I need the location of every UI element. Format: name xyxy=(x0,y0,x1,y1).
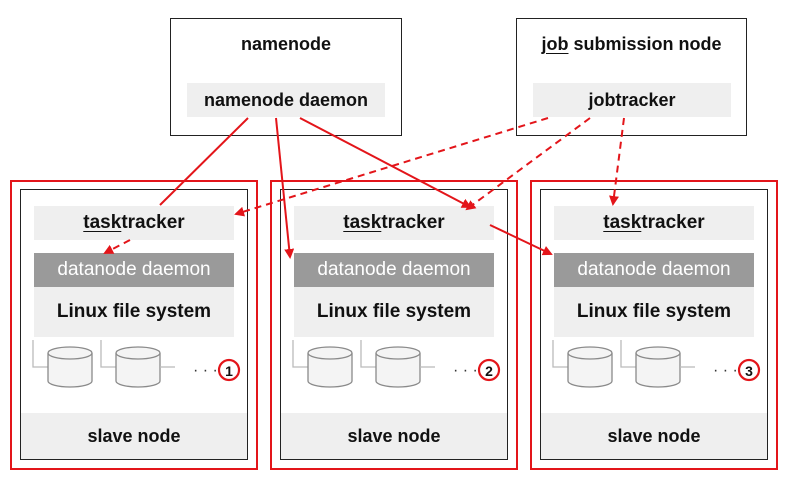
arrow-tasktracker1-to-datanode1 xyxy=(103,239,131,254)
job-title-rest: submission node xyxy=(568,34,722,54)
arrow-jobtracker-to-tasktracker2 xyxy=(465,117,591,211)
jobtracker: jobtracker xyxy=(533,83,731,117)
badge-2-label: 2 xyxy=(485,363,493,379)
job-word: job xyxy=(541,34,569,54)
slave-node-footer-2: slave node xyxy=(281,413,507,459)
job-submission-node-title: job submission node xyxy=(517,34,746,55)
job-submission-node-box: job submission node jobtracker xyxy=(516,18,747,136)
ellipsis-dots-3: · · · xyxy=(713,362,738,379)
arrow-namenode-to-slave2-tasktracker xyxy=(299,117,472,208)
badge-3-label: 3 xyxy=(745,363,753,379)
linux-file-system-1: Linux file system xyxy=(34,287,234,337)
slave-node-footer-3: slave node xyxy=(541,413,767,459)
ellipsis-dots-2: · · · xyxy=(453,362,478,379)
linux-file-system-3: Linux file system xyxy=(554,287,754,337)
slave-node-1-frame xyxy=(10,180,258,470)
linux-file-system-2: Linux file system xyxy=(294,287,494,337)
badge-1: 1 xyxy=(217,358,241,382)
datanode-daemon-3: datanode daemon xyxy=(554,253,754,287)
arrow-namenode-to-slave2-datanode xyxy=(275,117,295,259)
namenode-box: namenode namenode daemon xyxy=(170,18,402,136)
slave-node-footer-1: slave node xyxy=(21,413,247,459)
arrow-namenode-to-slave1 xyxy=(159,117,249,206)
disks-slave-3 xyxy=(552,339,696,388)
disks-slave-1 xyxy=(32,339,176,388)
slave-node-3-frame xyxy=(530,180,778,470)
disks-slave-2 xyxy=(292,339,436,388)
arrow-slave2-to-slave3-datanode xyxy=(489,224,553,256)
namenode-title: namenode xyxy=(240,34,332,54)
slave-node-2-frame xyxy=(270,180,518,470)
ellipsis-dots-1: · · · xyxy=(193,362,218,379)
arrow-jobtracker-to-tasktracker1 xyxy=(234,117,549,217)
arrow-jobtracker-to-tasktracker3 xyxy=(609,117,625,206)
badge-1-label: 1 xyxy=(225,363,233,379)
badge-2: 2 xyxy=(477,358,501,382)
namenode-daemon: namenode daemon xyxy=(187,83,385,117)
badge-3: 3 xyxy=(737,358,761,382)
datanode-daemon-1: datanode daemon xyxy=(34,253,234,287)
datanode-daemon-2: datanode daemon xyxy=(294,253,494,287)
